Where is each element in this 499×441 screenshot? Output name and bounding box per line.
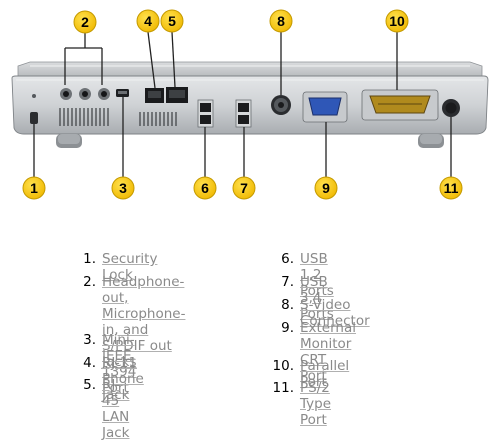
legend-link-crt-port[interactable]: External Monitor CRT Port — [300, 320, 357, 384]
legend-number: 1. — [83, 251, 96, 267]
legend-link-audio-jacks[interactable]: Headphone-out, Microphone-in, and S/PDIF… — [102, 274, 186, 370]
svg-text:10: 10 — [389, 13, 405, 29]
svg-text:7: 7 — [240, 180, 248, 196]
callout-badge-8: 8 — [269, 9, 293, 33]
ieee1394-port — [116, 89, 129, 97]
legend-number: 11. — [272, 380, 294, 396]
callout-badge-9: 9 — [314, 176, 338, 200]
svg-text:2: 2 — [81, 14, 89, 30]
svg-text:9: 9 — [322, 180, 330, 196]
legend-link-rj45[interactable]: RJ-45 LAN Jack — [102, 377, 130, 441]
ps2-port — [442, 99, 460, 117]
legend-number: 5. — [83, 377, 96, 393]
legend-link-parallel-port[interactable]: Parallel Port — [300, 358, 350, 390]
svg-text:8: 8 — [277, 13, 285, 29]
laptop-rear-diagram: 2 4 5 8 10 1 3 6 7 9 11 — [11, 9, 489, 200]
svg-text:3: 3 — [119, 180, 127, 196]
callout-badge-4: 4 — [136, 9, 160, 33]
callout-badge-10: 10 — [385, 9, 409, 33]
rj45-lan-jack — [166, 87, 188, 103]
callout-badge-3: 3 — [111, 176, 135, 200]
usb-ports-1-2 — [197, 99, 214, 128]
legend-link-ps2-port[interactable]: PS/2 Type Port — [300, 380, 332, 428]
svg-text:1: 1 — [30, 180, 38, 196]
crt-monitor-port — [302, 91, 348, 123]
audio-jacks — [60, 88, 110, 100]
legend-number: 6. — [281, 251, 294, 267]
parallel-port — [361, 89, 439, 121]
callout-badge-6: 6 — [193, 176, 217, 200]
svg-text:6: 6 — [201, 180, 209, 196]
legend-link-ieee1394[interactable]: Mini-IEEE 1394 Port — [102, 332, 137, 396]
legend-link-rj11[interactable]: RJ-11 Phone Jack — [102, 355, 144, 403]
security-lock-slot — [30, 94, 38, 124]
legend-number: 4. — [83, 355, 96, 371]
rj11-phone-jack — [145, 88, 164, 103]
legend-number: 7. — [281, 274, 294, 290]
s-video-connector — [271, 95, 291, 115]
legend-link-s-video[interactable]: S-Video Connector — [300, 297, 370, 329]
svg-text:4: 4 — [144, 13, 152, 29]
legend-number: 2. — [83, 274, 96, 290]
legend-link-usb-3-4[interactable]: USB 3,4 Ports — [300, 274, 334, 322]
legend-number: 3. — [83, 332, 96, 348]
legend-number: 9. — [281, 320, 294, 336]
legend-number: 10. — [272, 358, 294, 374]
legend-link-security-lock[interactable]: Security Lock — [102, 251, 158, 283]
usb-ports-3-4 — [235, 99, 252, 128]
svg-text:11: 11 — [444, 180, 459, 196]
callout-badge-1: 1 — [22, 176, 46, 200]
callout-lines — [33, 31, 452, 177]
callout-badge-7: 7 — [232, 176, 256, 200]
callout-badge-2: 2 — [73, 10, 97, 34]
legend-number: 8. — [281, 297, 294, 313]
svg-text:5: 5 — [168, 13, 176, 29]
legend-link-usb-1-2[interactable]: USB 1,2 Ports — [300, 251, 334, 299]
callout-badge-11: 11 — [439, 176, 463, 200]
callout-badge-5: 5 — [160, 9, 184, 33]
